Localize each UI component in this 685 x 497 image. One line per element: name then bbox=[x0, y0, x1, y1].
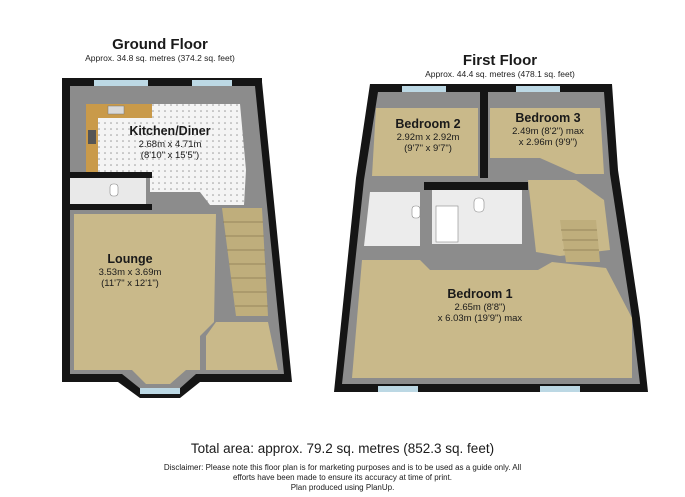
room-name-bedroom-1: Bedroom 1 bbox=[447, 287, 513, 301]
kitchen-hob bbox=[88, 130, 96, 144]
bathroom-toilet bbox=[473, 197, 485, 213]
bedroom-divider-wall bbox=[480, 88, 488, 178]
ground-floor-plan bbox=[62, 78, 292, 398]
kitchen-window bbox=[94, 80, 148, 86]
ground-stairs bbox=[222, 208, 268, 316]
bedroom-3-floor bbox=[490, 108, 604, 174]
bedroom-1-window-left bbox=[378, 386, 418, 392]
room-dim-extra-bedroom-3: x 2.96m (9'9") bbox=[518, 137, 578, 148]
ground-floor-title: Ground Floor bbox=[112, 36, 208, 53]
bedroom-2-floor bbox=[372, 108, 478, 176]
bedroom-1-floor bbox=[352, 260, 632, 378]
bedroom-2-window bbox=[402, 86, 446, 92]
kitchen-counter-side bbox=[86, 118, 98, 172]
total-area: Total area: approx. 79.2 sq. metres (852… bbox=[190, 441, 495, 456]
first-floor-title: First Floor bbox=[462, 52, 538, 69]
ground-wc-floor bbox=[70, 178, 146, 204]
bathroom-wall bbox=[424, 182, 528, 190]
first-stairs bbox=[560, 220, 600, 262]
bedroom-1-window-right bbox=[540, 386, 580, 392]
disclaimer-line-1: Disclaimer: Please note this floor plan … bbox=[163, 463, 522, 472]
ground-wc-wall-low bbox=[66, 204, 152, 210]
first-stair-treads bbox=[561, 229, 599, 251]
room-name-lounge: Lounge bbox=[107, 252, 153, 266]
ground-hall bbox=[206, 322, 278, 370]
ensuite-floor bbox=[364, 192, 420, 246]
first-floor-area: Approx. 44.4 sq. metres (478.1 sq. feet) bbox=[425, 69, 575, 79]
bathroom-bath bbox=[435, 205, 459, 243]
room-dim-imperial-bedroom-2: (9'7" x 9'7") bbox=[404, 143, 452, 154]
room-dim-lounge: 3.53m x 3.69m bbox=[98, 267, 162, 278]
room-dim-imperial-lounge: (11'7" x 12'1") bbox=[101, 278, 159, 289]
room-dim-extra-bedroom-1: x 6.03m (19'9") max bbox=[437, 313, 523, 324]
lounge-bay-window bbox=[140, 388, 180, 394]
kitchen-floor bbox=[86, 104, 246, 205]
disclaimer-line-2: efforts have been made to ensure its acc… bbox=[232, 473, 453, 482]
disclaimer-line-3: Plan produced using PlanUp. bbox=[290, 483, 395, 492]
room-dim-imperial-kitchen-diner: (8'10" x 15'5") bbox=[140, 150, 200, 161]
room-name-kitchen-diner: Kitchen/Diner bbox=[129, 124, 211, 138]
room-dim-kitchen-diner: 2.68m x 4.71m bbox=[138, 139, 202, 150]
patio-door bbox=[192, 80, 232, 86]
room-name-bedroom-3: Bedroom 3 bbox=[515, 111, 581, 125]
room-name-bedroom-2: Bedroom 2 bbox=[395, 117, 461, 131]
ground-floor-area: Approx. 34.8 sq. metres (374.2 sq. feet) bbox=[85, 53, 235, 63]
kitchen-sink bbox=[107, 105, 125, 115]
bedroom-3-window bbox=[516, 86, 560, 92]
ground-wc-toilet bbox=[109, 183, 119, 197]
room-dim-bedroom-1: 2.65m (8'8") bbox=[454, 302, 506, 313]
ground-stair-treads bbox=[223, 221, 268, 307]
room-dim-bedroom-3: 2.49m (8'2") max bbox=[512, 126, 584, 137]
ground-wc-wall bbox=[66, 172, 152, 178]
ensuite-toilet bbox=[411, 205, 421, 219]
room-dim-bedroom-2: 2.92m x 2.92m bbox=[396, 132, 460, 143]
first-floor-plan bbox=[334, 84, 648, 392]
lounge-floor bbox=[74, 214, 216, 384]
